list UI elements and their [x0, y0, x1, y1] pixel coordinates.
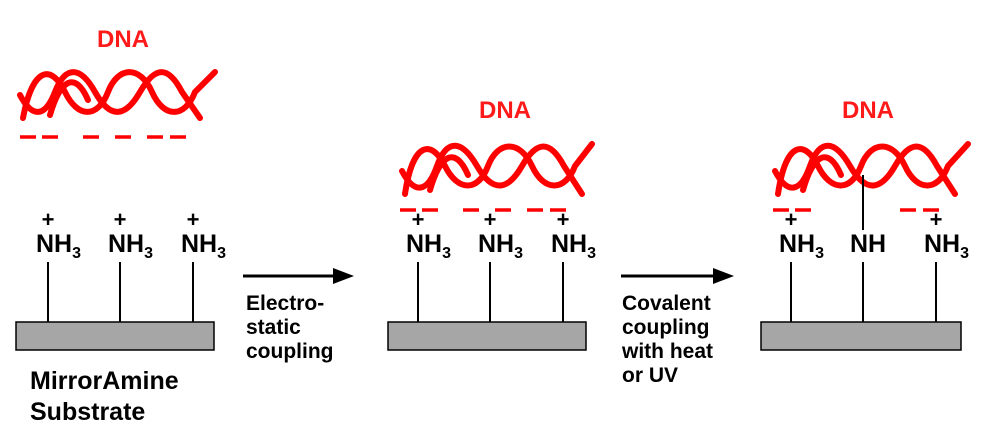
- step-2-caption-line: Covalent: [622, 292, 711, 315]
- dna-helix-1: [17, 69, 218, 121]
- step-2-caption-line: or UV: [622, 364, 678, 387]
- dna-label-2: DNA: [479, 97, 531, 124]
- substrate-2: [387, 321, 587, 351]
- amine-group: + NH3: [478, 207, 523, 322]
- amine-label: NH3: [406, 230, 451, 262]
- amine-label: NH3: [478, 230, 523, 262]
- amine-group: + NH3: [36, 207, 81, 322]
- amine-label: NH3: [108, 230, 153, 262]
- panel-2: DNA + NH3 + NH3 + NH3: [387, 97, 596, 351]
- amine-group: + NH3: [924, 207, 969, 322]
- amine-label: NH3: [181, 230, 226, 262]
- dna-label-1: DNA: [97, 26, 149, 53]
- amine-label: NH3: [551, 230, 596, 262]
- amine-group: + NH3: [779, 207, 824, 322]
- amine-label: NH3: [779, 230, 824, 262]
- svg-text:+: +: [785, 207, 798, 232]
- panel-3: DNA + NH3 NH + NH3: [760, 97, 971, 351]
- substrate-3: [760, 321, 962, 351]
- dna-helix-3: [772, 141, 971, 197]
- svg-text:+: +: [114, 207, 127, 232]
- dna-helix-2: [399, 141, 595, 197]
- amine-group: + NH3: [108, 207, 153, 322]
- substrate-label-line2: Substrate: [30, 398, 145, 426]
- svg-text:+: +: [557, 207, 570, 232]
- dna-label-3: DNA: [842, 97, 894, 124]
- svg-text:+: +: [187, 207, 200, 232]
- amine-label: NH3: [36, 230, 81, 262]
- step-arrow-1: Electro- static coupling: [243, 268, 354, 363]
- step-1-caption-line: static: [246, 316, 301, 339]
- covalent-link: NH: [850, 175, 886, 322]
- panel-1: DNA + NH3 + NH3 + NH3: [15, 26, 226, 426]
- step-1-caption-line: coupling: [246, 340, 334, 363]
- svg-text:+: +: [930, 207, 943, 232]
- step-1-caption-line: Electro-: [246, 292, 324, 315]
- amine-group: + NH3: [551, 207, 596, 322]
- covalent-link-label: NH: [850, 230, 886, 258]
- amine-group: + NH3: [181, 207, 226, 322]
- amine-label: NH3: [924, 230, 969, 262]
- substrate-label-line1: MirrorAmine: [30, 367, 179, 395]
- svg-text:+: +: [42, 207, 55, 232]
- svg-text:+: +: [412, 207, 425, 232]
- step-2-caption-line: coupling: [622, 316, 710, 339]
- substrate-1: [15, 321, 215, 351]
- amine-group: + NH3: [406, 207, 451, 322]
- step-arrow-2: Covalent coupling with heat or UV: [621, 268, 734, 387]
- step-2-caption-line: with heat: [621, 340, 713, 363]
- svg-text:+: +: [484, 207, 497, 232]
